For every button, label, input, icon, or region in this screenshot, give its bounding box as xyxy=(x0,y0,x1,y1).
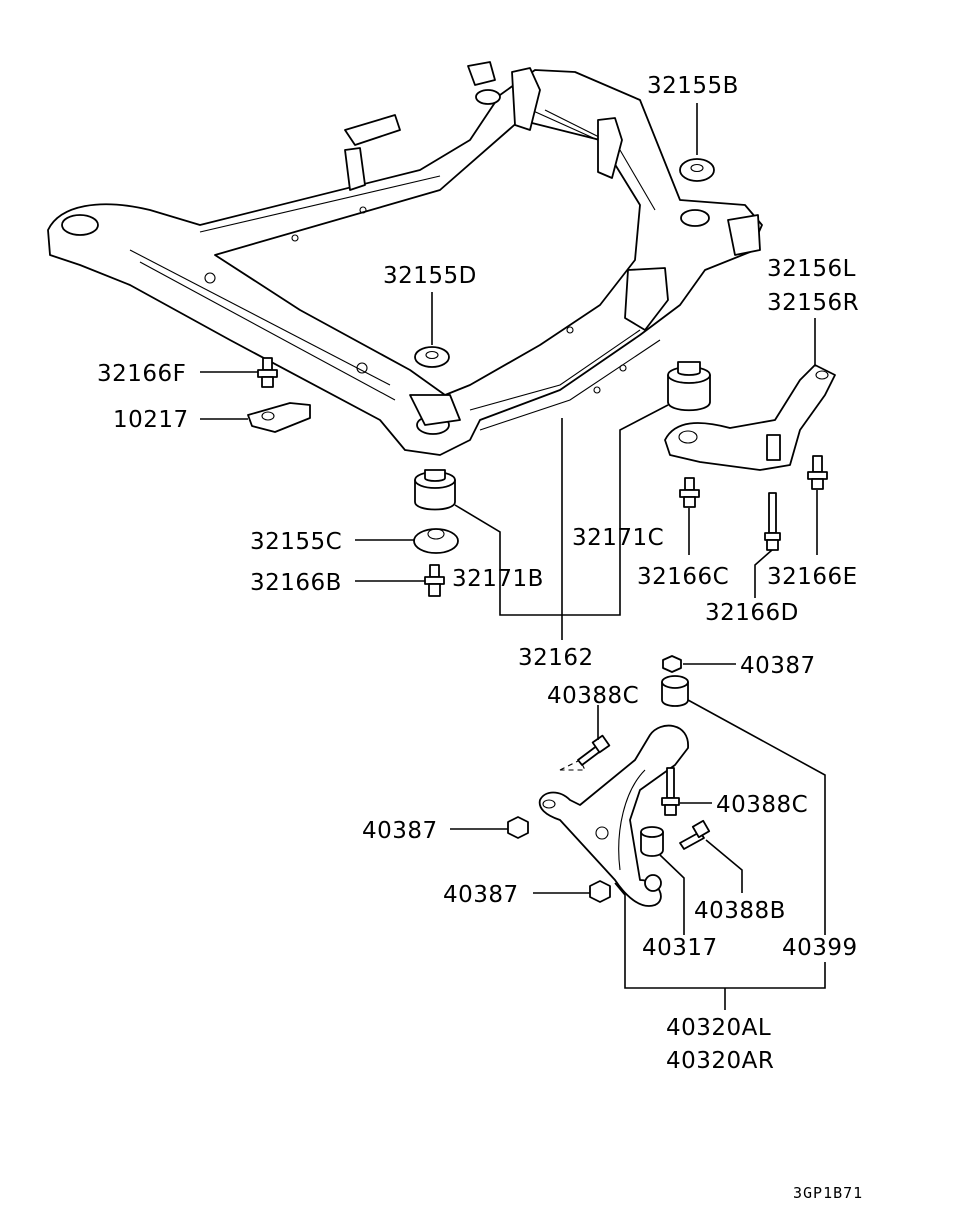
label-32155D: 32155D xyxy=(383,263,477,289)
label-40320AL: 40320AL xyxy=(666,1015,771,1041)
bushing-40399 xyxy=(661,675,689,707)
nut-40387-mid xyxy=(507,816,529,839)
label-40388C-right: 40388C xyxy=(716,792,808,818)
label-32166F: 32166F xyxy=(97,361,186,387)
label-40317: 40317 xyxy=(642,935,718,961)
label-10217: 10217 xyxy=(113,407,189,433)
bolt-32166B xyxy=(424,564,445,597)
label-40387-mid: 40387 xyxy=(362,818,438,844)
nut-40387-low xyxy=(589,880,611,903)
crossmember-32162 xyxy=(47,61,763,456)
label-40388C-upper: 40388C xyxy=(547,683,639,709)
diagram-code: 3GP1B71 xyxy=(793,1184,863,1202)
label-40387-low: 40387 xyxy=(443,882,519,908)
brace-32156 xyxy=(664,364,836,471)
bolt-40388C-upper xyxy=(577,734,611,766)
bushing-32171B xyxy=(414,469,456,511)
label-32155B: 32155B xyxy=(647,73,739,99)
label-32156R: 32156R xyxy=(767,290,859,316)
label-32166B: 32166B xyxy=(250,570,342,596)
label-40399: 40399 xyxy=(782,935,858,961)
label-32155C: 32155C xyxy=(250,529,342,555)
label-32166D: 32166D xyxy=(705,600,799,626)
stopper-32155C xyxy=(413,528,459,554)
bolt-40388C-right xyxy=(661,767,680,816)
lower-arm-40320 xyxy=(538,724,689,907)
bolt-32166D xyxy=(764,492,781,551)
bracket-10217 xyxy=(247,402,311,433)
bolt-32166F xyxy=(257,357,278,388)
bolt-40388B xyxy=(679,819,711,850)
label-32166E: 32166E xyxy=(767,564,858,590)
bushing-40317 xyxy=(640,826,664,857)
bushing-32171C xyxy=(667,361,711,412)
label-32156L: 32156L xyxy=(767,256,856,282)
bolt-32166E xyxy=(807,455,828,490)
label-40320AR: 40320AR xyxy=(666,1048,774,1074)
label-32162: 32162 xyxy=(518,645,594,671)
bolt-32166C xyxy=(679,477,700,508)
washer-32155D xyxy=(414,346,450,368)
label-32171C: 32171C xyxy=(572,525,664,551)
washer-32155B xyxy=(679,158,715,182)
nut-40387-top xyxy=(662,655,682,673)
leader-lines xyxy=(200,103,826,1010)
label-40387-top: 40387 xyxy=(740,653,816,679)
label-32171B: 32171B xyxy=(452,566,544,592)
label-40388B: 40388B xyxy=(694,898,786,924)
label-32166C: 32166C xyxy=(637,564,729,590)
